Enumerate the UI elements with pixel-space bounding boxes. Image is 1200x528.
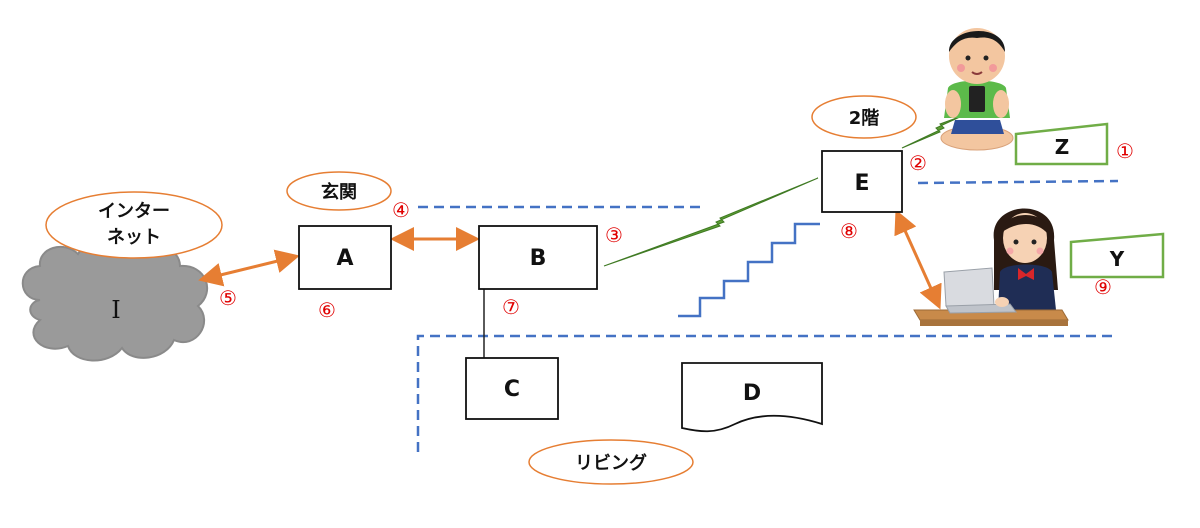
marker-6: ⑥ [318,298,336,322]
node-b: B [478,225,598,290]
stairs [678,222,820,318]
marker-3: ③ [605,223,623,247]
node-c-label: C [504,377,520,402]
second-floor-label: 2階 [849,108,880,129]
oval-internet: インター ネット [45,191,223,259]
marker-4: ④ [392,198,410,222]
device-y-label: Y [1109,247,1125,271]
link-cloud-a [198,249,300,287]
entrance-label: 玄関 [321,181,357,203]
node-d-label: D [743,381,761,406]
marker-2: ② [909,151,927,175]
node-e: E [821,150,903,213]
marker-7: ⑦ [502,295,520,319]
internet-cloud: I [21,238,209,362]
device-z-label: Z [1055,135,1070,159]
living-boundary [416,334,1118,452]
oval-living: リビング [528,439,694,485]
oval-second-floor: 2階 [811,95,917,139]
link-e-laptop [894,209,942,310]
area-boundaries [416,179,1119,452]
node-a: A [298,225,392,290]
marker-9: ⑨ [1094,275,1112,299]
marker-1: ① [1116,139,1134,163]
markers: ① ② ③ ④ ⑤ ⑥ ⑦ ⑧ ⑨ [219,139,1134,322]
cloud-shape [21,238,209,362]
node-i-label: I [111,296,120,324]
device-y: Y [1069,232,1165,279]
node-e-label: E [854,171,869,196]
internet-line2: ネット [107,227,161,248]
second-floor-boundary [917,179,1119,185]
node-d: D [681,362,823,433]
living-label: リビング [575,452,647,474]
node-c: C [465,357,559,420]
wired-links [198,209,942,310]
wireless-b-e [603,177,819,267]
node-a-label: A [336,246,353,271]
boy-with-phone-icon [940,28,1014,151]
device-z: Z [1014,122,1109,166]
marker-5: ⑤ [219,286,237,310]
internet-line1: インター [98,201,170,222]
node-b-label: B [530,246,547,271]
girl-at-laptop-icon [913,208,1069,326]
marker-8: ⑧ [840,219,858,243]
oval-entrance: 玄関 [286,171,392,211]
